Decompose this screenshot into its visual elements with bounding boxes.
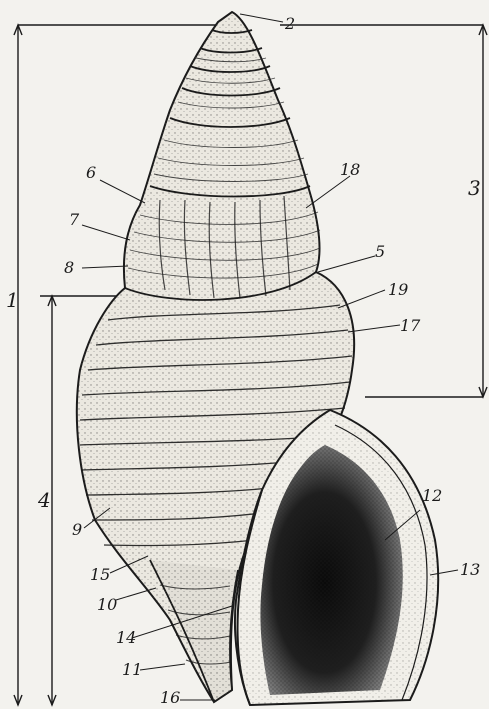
label-13: 13 — [460, 562, 480, 578]
label-6: 6 — [86, 165, 96, 181]
label-9: 9 — [72, 522, 82, 538]
label-2: 2 — [285, 16, 295, 32]
label-10: 10 — [97, 597, 117, 613]
label-18: 18 — [340, 162, 360, 178]
label-16: 16 — [160, 690, 180, 706]
label-12: 12 — [422, 488, 442, 504]
label-15: 15 — [90, 567, 110, 583]
label-11: 11 — [122, 662, 142, 678]
shell-body — [77, 12, 438, 705]
label-1: 1 — [6, 290, 19, 310]
label-14: 14 — [116, 630, 136, 646]
label-8: 8 — [64, 260, 74, 276]
label-3: 3 — [468, 178, 481, 198]
label-7: 7 — [69, 212, 79, 228]
label-5: 5 — [375, 244, 385, 260]
label-4: 4 — [38, 490, 51, 510]
label-17: 17 — [400, 318, 420, 334]
label-19: 19 — [388, 282, 408, 298]
